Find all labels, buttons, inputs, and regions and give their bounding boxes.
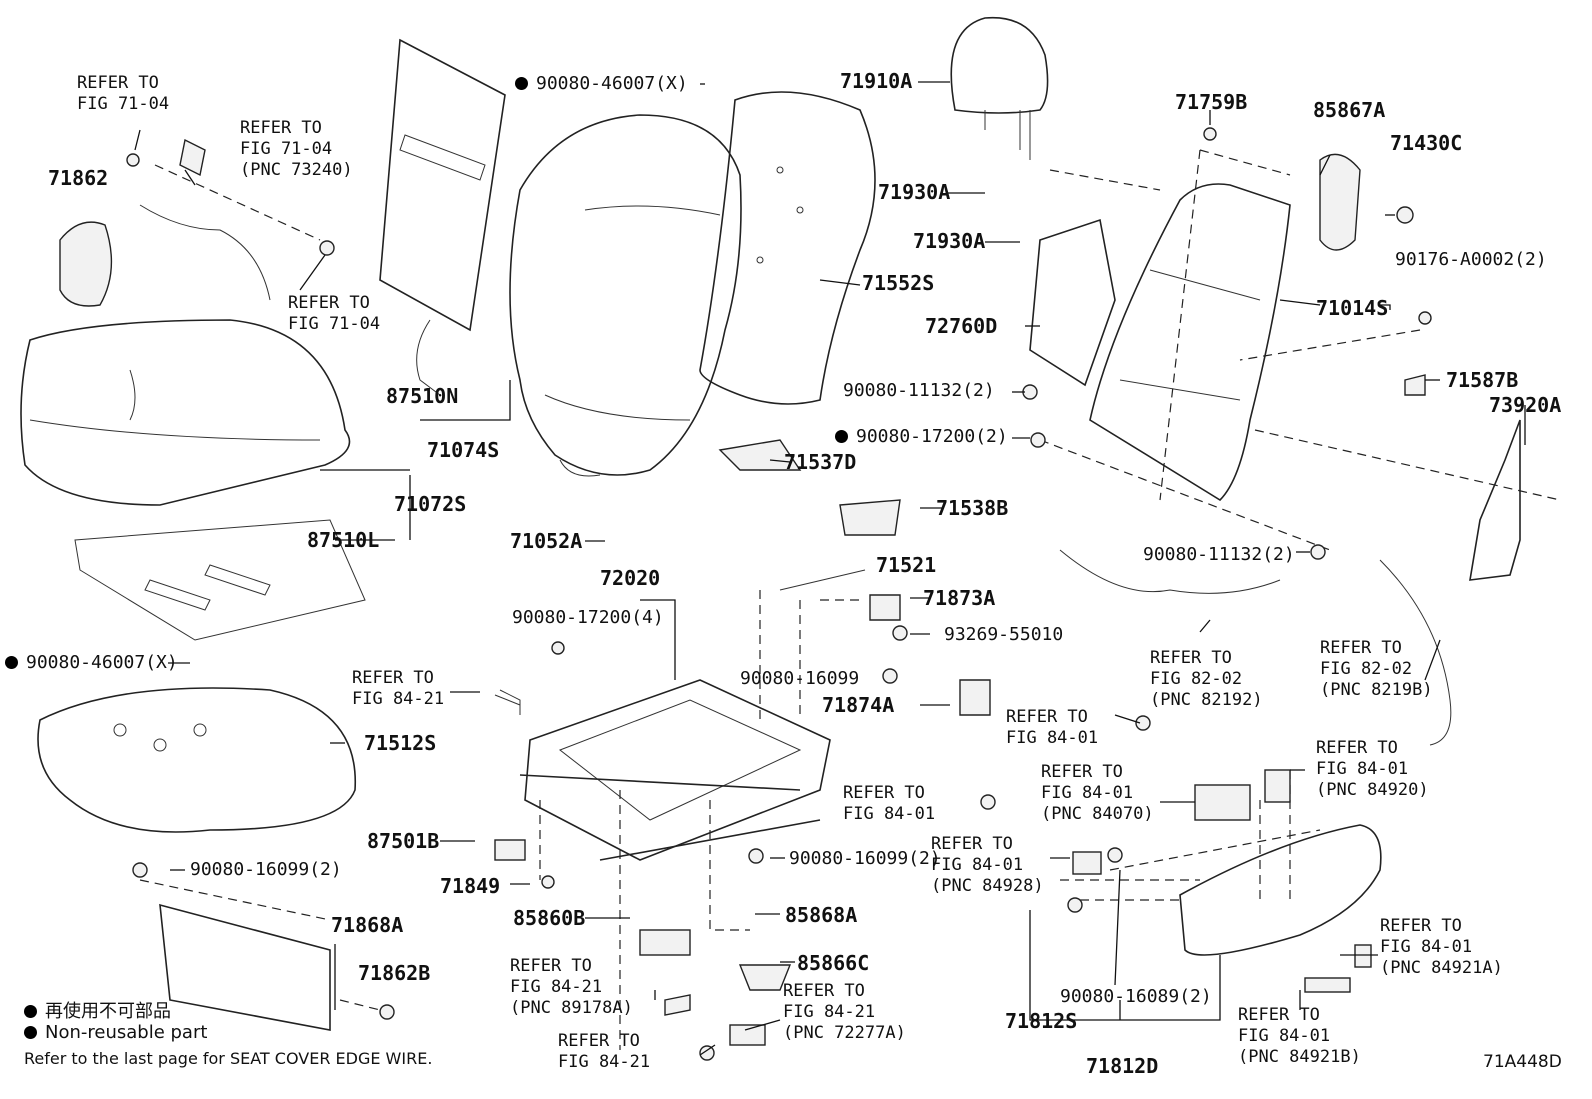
part-label-71587B[interactable]: 71587B bbox=[1446, 368, 1519, 392]
assembly-guide-lines bbox=[139, 149, 1561, 1050]
part-label-90080-17200[interactable]: 90080-17200(2) bbox=[835, 427, 1008, 447]
seatback-heater-drawing bbox=[379, 38, 506, 396]
part-label-71759B[interactable]: 71759B bbox=[1175, 90, 1248, 114]
refer-to-callout[interactable]: REFER TO FIG 84-01 (PNC 84928) bbox=[931, 834, 1044, 896]
part-label-71812S[interactable]: 71812S bbox=[1005, 1009, 1078, 1033]
cushion-heater-drawing bbox=[74, 519, 366, 641]
part-label-71014S[interactable]: 71014S bbox=[1316, 296, 1389, 320]
part-label-71538B[interactable]: 71538B bbox=[936, 496, 1009, 520]
part-label-71430C[interactable]: 71430C bbox=[1390, 131, 1463, 155]
diagram-code: 71A448D bbox=[1483, 1052, 1562, 1072]
legend-jp-text: 再使用不可部品 bbox=[45, 1001, 171, 1022]
part-label-71874A[interactable]: 71874A bbox=[822, 693, 895, 717]
part-label-85868A[interactable]: 85868A bbox=[785, 903, 858, 927]
part-label-71862B[interactable]: 71862B bbox=[358, 961, 431, 985]
part-label-87510L[interactable]: 87510L bbox=[307, 528, 380, 552]
part-label-90080-16089[interactable]: 90080-16089(2) bbox=[1060, 986, 1212, 1007]
non-reusable-dot-icon bbox=[5, 656, 18, 669]
part-label-71930A[interactable]: 71930A bbox=[878, 180, 951, 204]
part-label-85860B[interactable]: 85860B bbox=[513, 906, 586, 930]
part-label-71512S[interactable]: 71512S bbox=[364, 731, 437, 755]
part-label-85867A[interactable]: 85867A bbox=[1313, 98, 1386, 122]
part-label-71552S[interactable]: 71552S bbox=[862, 271, 935, 295]
non-reusable-dot-icon bbox=[24, 1005, 37, 1018]
refer-to-callout[interactable]: REFER TO FIG 84-01 bbox=[843, 783, 936, 824]
part-label-90080-16099-2[interactable]: 90080-16099(2) bbox=[190, 859, 342, 880]
part-label-71072S[interactable]: 71072S bbox=[394, 492, 467, 516]
refer-to-callout[interactable]: REFER TO FIG 84-21 bbox=[352, 668, 445, 709]
edge-wire-note: Refer to the last page for SEAT COVER ED… bbox=[24, 1049, 433, 1068]
seat-frame-drawing bbox=[519, 679, 831, 861]
refer-to-callout[interactable]: REFER TO FIG 84-01 (PNC 84921A) bbox=[1380, 916, 1503, 978]
seatback-cover-drawing bbox=[699, 91, 876, 405]
part-label-90080-46007[interactable]: 90080-46007(X) bbox=[515, 74, 688, 94]
seatback-cushion-drawing bbox=[509, 114, 742, 477]
part-number-text: 90080-46007(X) bbox=[536, 73, 688, 94]
part-label-71930A[interactable]: 71930A bbox=[913, 229, 986, 253]
refer-to-callout[interactable]: REFER TO FIG 82-02 (PNC 82192) bbox=[1150, 648, 1263, 710]
refer-to-callout[interactable]: REFER TO FIG 71-04 bbox=[288, 293, 381, 334]
part-label-93269-55010[interactable]: 93269-55010 bbox=[944, 624, 1064, 645]
part-label-71812D[interactable]: 71812D bbox=[1086, 1054, 1159, 1078]
part-label-72760D[interactable]: 72760D bbox=[925, 314, 998, 338]
part-label-71521[interactable]: 71521 bbox=[876, 553, 937, 577]
leader-lines bbox=[134, 81, 1526, 1056]
fastener-drawings bbox=[59, 127, 1432, 1061]
refer-to-callout[interactable]: REFER TO FIG 84-01 bbox=[1006, 707, 1099, 748]
part-label-90080-46007[interactable]: 90080-46007(X) bbox=[5, 653, 178, 673]
seat-cushion-drawing bbox=[20, 319, 351, 506]
part-label-90080-16099[interactable]: 90080-16099 bbox=[740, 668, 860, 689]
back-board-drawing bbox=[1469, 419, 1521, 581]
part-label-71074S[interactable]: 71074S bbox=[427, 438, 500, 462]
part-label-85866C[interactable]: 85866C bbox=[797, 951, 870, 975]
part-label-71862[interactable]: 71862 bbox=[48, 166, 109, 190]
refer-to-callout[interactable]: REFER TO FIG 84-01 (PNC 84920) bbox=[1316, 738, 1429, 800]
front-cover-drawing bbox=[159, 903, 331, 1031]
non-reusable-dot-icon bbox=[835, 430, 848, 443]
non-reusable-dot-icon bbox=[24, 1026, 37, 1039]
part-label-71537D[interactable]: 71537D bbox=[784, 450, 857, 474]
refer-to-callout[interactable]: REFER TO FIG 84-01 (PNC 84921B) bbox=[1238, 1005, 1361, 1067]
seat-pad-drawing bbox=[37, 687, 357, 833]
refer-to-callout[interactable]: REFER TO FIG 82-02 (PNC 8219B) bbox=[1320, 638, 1433, 700]
headrest-drawing bbox=[950, 16, 1049, 160]
legend-en: Non-reusable part bbox=[24, 1022, 207, 1043]
lumbar-support-drawing bbox=[1029, 218, 1116, 387]
part-label-90080-11132[interactable]: 90080-11132(2) bbox=[1143, 544, 1295, 565]
part-label-90080-17200[interactable]: 90080-17200(4) bbox=[512, 607, 664, 628]
part-label-87510N[interactable]: 87510N bbox=[386, 384, 459, 408]
wire-harness-drawing bbox=[139, 204, 1452, 746]
part-label-71910A[interactable]: 71910A bbox=[840, 69, 913, 93]
part-label-90080-16099-2[interactable]: 90080-16099(2) bbox=[789, 848, 941, 869]
part-label-71052A[interactable]: 71052A bbox=[510, 529, 583, 553]
legend-en-text: Non-reusable part bbox=[45, 1022, 208, 1043]
part-label-73920A[interactable]: 73920A bbox=[1489, 393, 1562, 417]
part-label-87501B[interactable]: 87501B bbox=[367, 829, 440, 853]
part-label-71873A[interactable]: 71873A bbox=[923, 586, 996, 610]
refer-to-callout[interactable]: REFER TO FIG 84-21 (PNC 72277A) bbox=[783, 981, 906, 1043]
refer-to-callout[interactable]: REFER TO FIG 84-21 (PNC 89178A) bbox=[510, 956, 633, 1018]
part-label-90176-A0002[interactable]: 90176-A0002(2) bbox=[1395, 249, 1547, 270]
refer-to-callout[interactable]: REFER TO FIG 71-04 bbox=[77, 73, 170, 114]
part-number-text: 90080-46007(X) bbox=[26, 652, 178, 673]
non-reusable-dot-icon bbox=[515, 77, 528, 90]
refer-to-callout[interactable]: REFER TO FIG 84-01 (PNC 84070) bbox=[1041, 762, 1154, 824]
part-number-text: 90080-17200(2) bbox=[856, 426, 1008, 447]
refer-to-callout[interactable]: REFER TO FIG 71-04 (PNC 73240) bbox=[240, 118, 353, 180]
seatback-frame-drawing bbox=[1089, 183, 1291, 502]
refer-to-callout[interactable]: REFER TO FIG 84-21 bbox=[558, 1031, 651, 1072]
part-label-71868A[interactable]: 71868A bbox=[331, 913, 404, 937]
part-label-71849[interactable]: 71849 bbox=[440, 874, 501, 898]
side-shield-drawing bbox=[1179, 824, 1382, 956]
part-label-72020[interactable]: 72020 bbox=[600, 566, 661, 590]
legend-jp: 再使用不可部品 bbox=[24, 997, 171, 1023]
part-label-90080-11132[interactable]: 90080-11132(2) bbox=[843, 380, 995, 401]
